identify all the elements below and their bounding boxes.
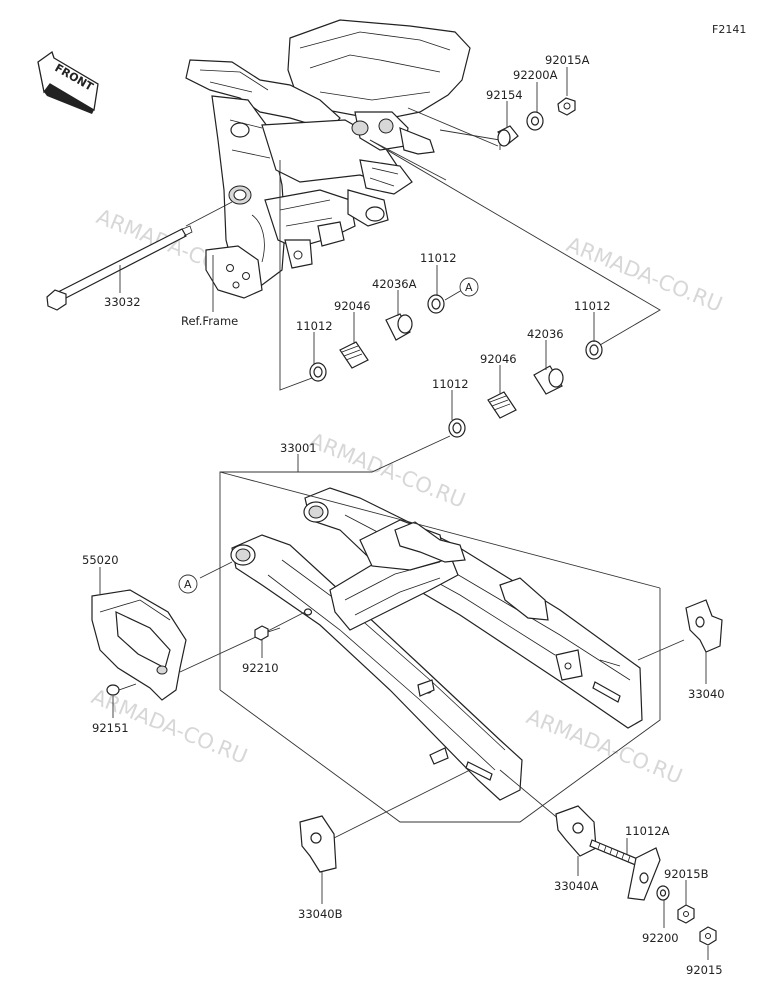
label-11012-right: 11012 (574, 299, 611, 313)
callout-A-top: A (465, 281, 473, 294)
bearing-set-right (219, 312, 603, 690)
watermark: ARMADA-CO.RU (523, 704, 686, 788)
nut-92015A (557, 97, 576, 116)
callout-A-swingarm: A (184, 578, 192, 591)
label-33040A: 33040A (554, 879, 599, 893)
chain-slider-55020 (91, 567, 187, 701)
label-92015B: 92015B (664, 867, 709, 881)
label-92200: 92200 (642, 931, 679, 945)
adjuster-plate (627, 847, 661, 901)
label-33040B: 33040B (298, 907, 343, 921)
label-ref-frame: Ref.Frame (181, 314, 238, 328)
bearing-set-left: A (309, 265, 479, 382)
label-33001: 33001 (280, 441, 317, 455)
washer-92200 (656, 885, 670, 928)
adjuster-33040 (685, 599, 723, 684)
figure-code: F2141 (712, 23, 746, 36)
bolt-92151 (106, 683, 137, 718)
label-33040: 33040 (688, 687, 725, 701)
label-55020: 55020 (82, 553, 119, 567)
label-42036: 42036 (527, 327, 564, 341)
pivot-shaft-33032 (46, 201, 233, 311)
frame-reference-drawing (185, 19, 471, 299)
washer-92200A (526, 111, 544, 131)
label-33032: 33032 (104, 295, 141, 309)
label-92046-mid: 92046 (480, 352, 517, 366)
label-92200A: 92200A (513, 68, 558, 82)
label-11012-top: 11012 (420, 251, 457, 265)
label-92046-top: 92046 (334, 299, 371, 313)
label-92015: 92015 (686, 963, 723, 977)
bolt-92210 (254, 625, 281, 658)
nut-92015 (699, 926, 717, 960)
adjuster-33040A (555, 805, 597, 876)
label-42036A: 42036A (372, 277, 417, 291)
label-92210: 92210 (242, 661, 279, 675)
frame-reference-lines (212, 107, 661, 391)
swingarm-33001 (230, 487, 643, 801)
label-92151: 92151 (92, 721, 129, 735)
front-arrow-icon: FRONT (37, 50, 99, 114)
part-labels: 92015A 92200A 92154 33032 11012 42036A 9… (82, 53, 725, 977)
label-11012-left: 11012 (296, 319, 333, 333)
label-11012A: 11012A (625, 824, 670, 838)
collar-92154 (497, 125, 519, 147)
adjuster-bolt-11012A (589, 839, 641, 867)
nut-92015B (677, 880, 695, 924)
label-11012-mid: 11012 (432, 377, 469, 391)
label-92015A: 92015A (545, 53, 590, 67)
pivot-fasteners-top (497, 67, 576, 147)
adjuster-33040B (299, 815, 337, 904)
label-92154: 92154 (486, 88, 523, 102)
swingarm-callout-lines: A (178, 454, 685, 862)
